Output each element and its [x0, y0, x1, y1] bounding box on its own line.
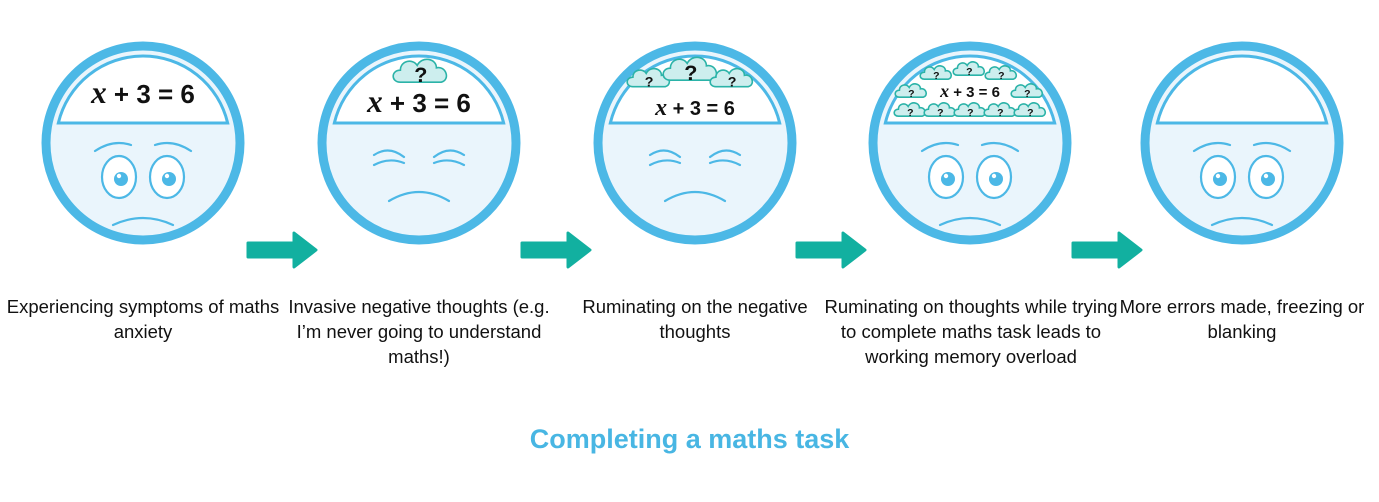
question-mark: ? — [645, 75, 654, 91]
eye-highlight — [943, 173, 949, 179]
brain-cap — [332, 54, 506, 125]
arrow-right-icon-4 — [1071, 231, 1143, 269]
facial-expression — [372, 149, 466, 203]
thought-cloud-icon: ? — [392, 58, 448, 87]
eyebrows — [920, 141, 1020, 153]
face-3: ???x + 3 = 6 — [593, 41, 797, 245]
pupil — [114, 172, 128, 186]
question-mark: ? — [414, 62, 427, 87]
thought-cloud-icon: ? — [894, 83, 928, 100]
eye-highlight — [164, 173, 170, 179]
question-mark: ? — [1024, 88, 1030, 100]
equation-rest: + 3 = 6 — [667, 98, 735, 120]
thought-cloud-icon: ? — [662, 56, 718, 85]
facial-expression — [1192, 141, 1292, 227]
cloud-shape — [894, 83, 928, 98]
question-mark: ? — [728, 75, 737, 91]
cloud-shape — [1013, 102, 1047, 117]
facial-expression — [648, 149, 742, 203]
stage-label-1: Experiencing symptoms of maths anxiety — [6, 296, 280, 342]
eyebrows — [1192, 141, 1292, 153]
face-2: ?x + 3 = 6 — [317, 41, 521, 245]
question-mark: ? — [933, 70, 939, 82]
thought-cloud-icon: ? — [953, 102, 987, 119]
thought-cloud-icon: ? — [984, 65, 1018, 82]
cloud-shape — [923, 102, 957, 117]
facial-expression — [920, 141, 1020, 227]
equation-rest: + 3 = 6 — [949, 84, 1000, 101]
arrow-right-icon-2 — [520, 231, 592, 269]
cloud-shape — [1010, 83, 1044, 98]
brain-cap — [56, 54, 230, 125]
frown-mouth — [387, 191, 451, 203]
thought-cloud-icon: ? — [983, 102, 1017, 119]
eye-highlight — [116, 173, 122, 179]
thought-cloud-icon: ? — [1013, 102, 1047, 119]
arrow-right-icon-3 — [795, 231, 867, 269]
thought-cloud-icon: ? — [952, 61, 986, 78]
thought-cloud-icon: ? — [1010, 83, 1044, 100]
brain-cap — [1155, 54, 1329, 125]
cloud-shape — [953, 102, 987, 117]
frown-mouth — [111, 216, 175, 227]
equation-rest: + 3 = 6 — [107, 79, 195, 109]
pupil — [989, 172, 1003, 186]
stage-label-5: More errors made, freezing or blanking — [1119, 296, 1365, 342]
frown-mouth — [938, 216, 1002, 227]
equation-text: x + 3 = 6 — [90, 75, 195, 110]
cloud-shape — [952, 61, 986, 76]
cloud-shape — [662, 56, 718, 81]
squinting-eyes — [648, 149, 742, 167]
question-mark: ? — [967, 107, 973, 119]
question-mark: ? — [997, 107, 1003, 119]
face-1: x + 3 = 6 — [41, 41, 245, 245]
equation-rest: + 3 = 6 — [383, 88, 471, 118]
diagram-title: Completing a maths task — [529, 424, 850, 454]
equation-variable: x — [366, 84, 383, 119]
stage-label-2: Invasive negative thoughts (e.g. I’m nev… — [288, 296, 550, 367]
question-mark: ? — [937, 107, 943, 119]
thought-cloud-icon: ? — [919, 65, 953, 82]
facial-expression — [93, 141, 193, 227]
cloud-shape — [984, 65, 1018, 80]
eye-highlight — [1215, 173, 1221, 179]
question-mark: ? — [1027, 107, 1033, 119]
equation-text: x + 3 = 6 — [654, 95, 735, 121]
face-4: ??????????x + 3 = 6 — [868, 41, 1072, 245]
cloud-shape — [709, 67, 754, 88]
cloud-shape — [919, 65, 953, 80]
thought-cloud-icon: ? — [709, 67, 754, 91]
frown-mouth — [663, 191, 727, 203]
equation-text: x + 3 = 6 — [939, 81, 1000, 101]
eye-highlight — [991, 173, 997, 179]
pupil — [1261, 172, 1275, 186]
stage-label-4: Ruminating on thoughts while trying to c… — [824, 296, 1118, 367]
equation-variable: x — [654, 95, 667, 121]
question-mark: ? — [907, 107, 913, 119]
cloud-shape — [983, 102, 1017, 117]
squinting-eyes — [372, 149, 466, 167]
stage-label-3: Ruminating on the negative thoughts — [582, 296, 808, 342]
thought-cloud-icon: ? — [923, 102, 957, 119]
cloud-shape — [893, 102, 927, 117]
pupil — [1213, 172, 1227, 186]
question-mark: ? — [908, 88, 914, 100]
pupil — [941, 172, 955, 186]
question-mark: ? — [684, 60, 697, 85]
equation-variable: x — [90, 75, 107, 110]
frown-mouth — [1210, 216, 1274, 227]
pupil — [162, 172, 176, 186]
cloud-shape — [392, 58, 448, 83]
thought-cloud-icon: ? — [893, 102, 927, 119]
arrow-right-icon-1 — [246, 231, 318, 269]
equation-variable: x — [939, 81, 949, 101]
eyebrows — [93, 141, 193, 153]
face-5 — [1140, 41, 1344, 245]
equation-text: x + 3 = 6 — [366, 84, 471, 119]
eye-highlight — [1263, 173, 1269, 179]
question-mark: ? — [966, 66, 972, 78]
question-mark: ? — [998, 70, 1004, 82]
